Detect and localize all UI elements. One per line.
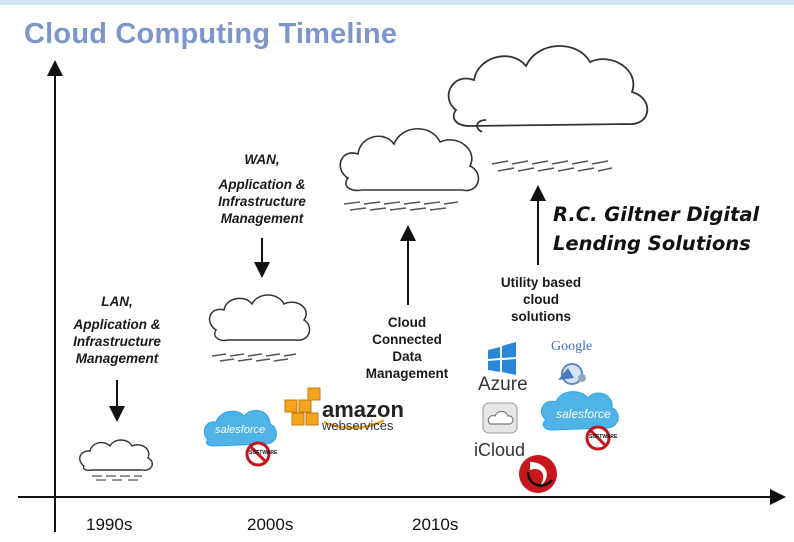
stage-cloud-data-line4: Management (352, 365, 462, 382)
stage-wan-line3: Infrastructure (206, 193, 318, 210)
cloud-2010s-icon (340, 129, 478, 210)
stage-cloud-data-line2: Connected (352, 331, 462, 348)
stage-lan-line1: LAN, (62, 293, 172, 310)
icloud-icon (483, 403, 517, 433)
google-app-engine-icon (558, 364, 586, 384)
stage-utility-line3: solutions (488, 308, 594, 325)
google-text: Google (551, 339, 592, 355)
stage-lan-line4: Management (62, 350, 172, 367)
giltner-line2: Lending Solutions (553, 229, 759, 258)
no-software-text-2010s: SOFTWARE (589, 434, 617, 440)
giltner-line1: R.C. Giltner Digital (553, 200, 759, 229)
stage-wan-line2: Application & (206, 176, 318, 193)
stage-lan-line3: Infrastructure (62, 333, 172, 350)
stage-utility-label: Utility based cloud solutions (488, 274, 594, 325)
era-1990s: 1990s (86, 515, 132, 535)
stage-lan-line2: Application & (62, 316, 172, 333)
webservices-text: webservices (322, 418, 394, 433)
stage-utility-line2: cloud (488, 291, 594, 308)
aws-cubes-icon (285, 388, 320, 425)
cloud-large-icon (449, 46, 648, 171)
salesforce-text-2010s: salesforce (556, 407, 611, 421)
stage-cloud-data-label: Cloud Connected Data Management (352, 314, 462, 382)
stage-cloud-data-line3: Data (352, 348, 462, 365)
stage-lan-label: LAN, Application & Infrastructure Manage… (62, 293, 172, 367)
era-2010s: 2010s (412, 515, 458, 535)
stage-wan-label: WAN, Application & Infrastructure Manage… (206, 151, 318, 227)
stage-utility-line1: Utility based (488, 274, 594, 291)
giltner-highlight: R.C. Giltner Digital Lending Solutions (553, 200, 759, 258)
cloud-1990s-icon (80, 440, 153, 480)
stage-wan-line1: WAN, (206, 151, 318, 168)
salesforce-text-2000s: salesforce (215, 424, 265, 436)
azure-text: Azure (478, 374, 528, 396)
no-software-text-2000s: SOFTWARE (249, 450, 277, 456)
stage-wan-line4: Management (206, 210, 318, 227)
era-2000s: 2000s (247, 515, 293, 535)
stage-cloud-data-line1: Cloud (352, 314, 462, 331)
cloud-2000s-icon (210, 295, 310, 361)
icloud-text: iCloud (474, 440, 525, 461)
azure-window-icon (488, 342, 516, 375)
